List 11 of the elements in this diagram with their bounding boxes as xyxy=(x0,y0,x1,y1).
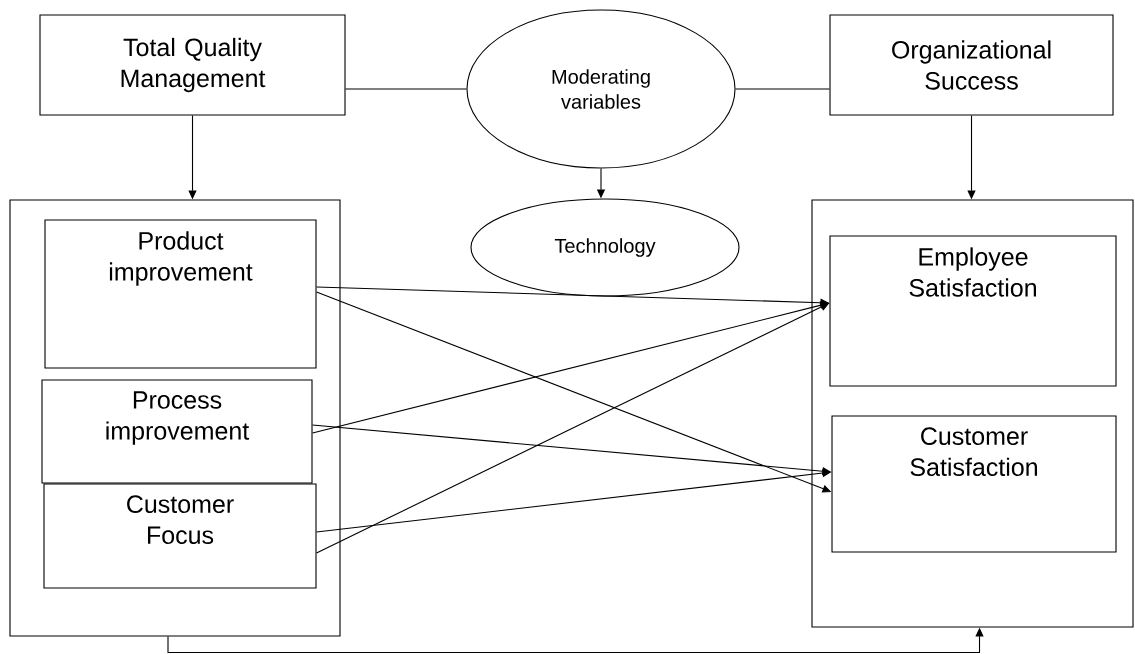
process-box: Customer Focus xyxy=(43,483,317,589)
process-box: Customer Satisfaction xyxy=(831,415,1117,553)
process-box: Employee Satisfaction xyxy=(829,235,1117,387)
container-box xyxy=(811,199,1134,628)
process-box: Total Quality Management xyxy=(39,14,346,116)
connector-line xyxy=(345,88,467,90)
container-box xyxy=(9,199,341,637)
process-box: Product improvement xyxy=(44,219,317,369)
process-box: Process improvement xyxy=(41,379,313,484)
process-box: Organizational Success xyxy=(829,14,1114,116)
connector-line xyxy=(735,88,830,90)
